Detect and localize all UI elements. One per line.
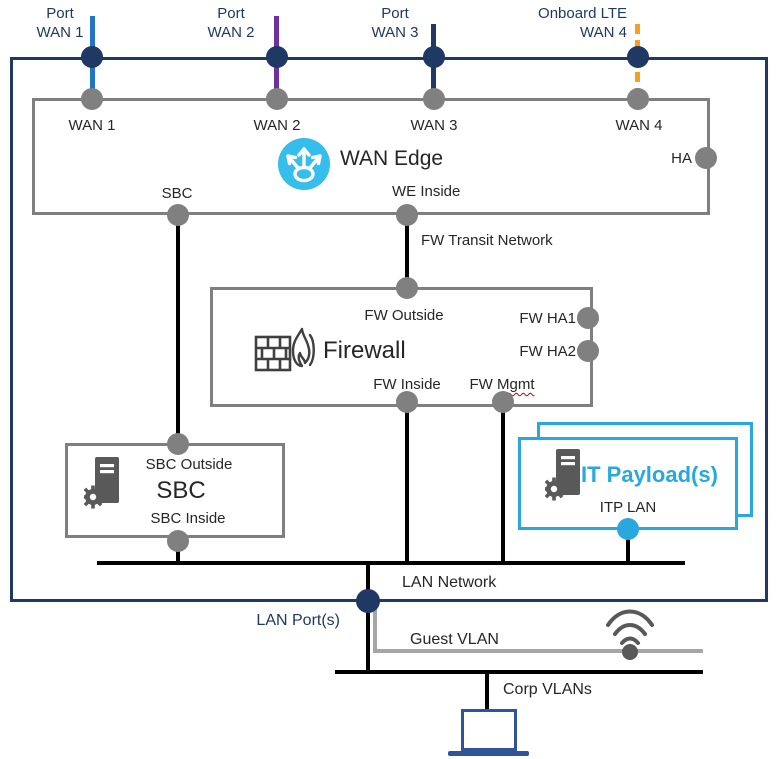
corp-vlans-label: Corp VLANs xyxy=(503,681,592,698)
wan-edge-title: WAN Edge xyxy=(340,147,444,170)
wan4-uplink-node xyxy=(627,46,649,68)
fw-ha1-port-node xyxy=(577,307,599,329)
fw-inside-port-node xyxy=(396,391,418,413)
lan-port-label: LAN Port(s) xyxy=(256,612,340,629)
wan1-port-label: WAN 1 xyxy=(68,117,116,134)
sbc-connector-line xyxy=(176,215,180,443)
ha-port-node xyxy=(695,147,717,169)
sbc-outside-port-label: SBC Outside xyxy=(145,456,233,473)
fw-mgmt-port-node xyxy=(492,391,514,413)
laptop-base xyxy=(448,751,529,756)
fw-ha2-port-label: FW HA2 xyxy=(519,343,576,360)
guest-vlan-label: Guest VLAN xyxy=(410,631,499,648)
fw-inside-port-label: FW Inside xyxy=(373,376,441,393)
wan1-port-node xyxy=(81,88,103,110)
fw-outside-port-node xyxy=(396,277,418,299)
wifi-access-point-node xyxy=(622,644,638,660)
sbc-inside-port-node xyxy=(167,530,189,552)
branch-arrows-icon xyxy=(278,138,330,190)
itp-lan-port-node xyxy=(617,518,639,540)
wan2-port-node xyxy=(266,88,288,110)
fw-transit-line xyxy=(405,215,409,287)
laptop-icon xyxy=(461,709,517,751)
guest-vlan-line-vertical xyxy=(373,607,377,653)
fw-mgmt-connector-line xyxy=(501,407,505,563)
wan3-port-label: WAN 3 xyxy=(410,117,458,134)
fw-inside-connector-line xyxy=(405,407,409,563)
lan-network-bus xyxy=(97,561,685,565)
lan-port-node xyxy=(356,589,380,613)
wan2-port-label: WAN 2 xyxy=(253,117,301,134)
wan2-uplink-node xyxy=(266,46,288,68)
server-gear-icon xyxy=(545,449,580,501)
sbc-title: SBC xyxy=(156,477,206,504)
fw-ha1-port-label: FW HA1 xyxy=(519,310,576,327)
fw-mgmt-port-label: FW Mgmt xyxy=(469,376,535,393)
firewall-title: Firewall xyxy=(323,337,406,364)
we-inside-port-label: WE Inside xyxy=(392,183,461,200)
sbc-outside-port-node xyxy=(167,433,189,455)
it-payload-title: IT Payload(s) xyxy=(581,462,718,487)
corp-vlan-bus xyxy=(335,670,703,674)
wan4-port-node xyxy=(627,88,649,110)
itp-lan-connector-line xyxy=(626,530,630,563)
wan1-uplink-node xyxy=(81,46,103,68)
ha-port-label: HA xyxy=(671,150,692,167)
wan4-port-label: WAN 4 xyxy=(615,117,663,134)
guest-vlan-line-horizontal xyxy=(373,649,703,653)
server-gear-icon xyxy=(84,457,119,509)
sbc-port-node xyxy=(167,204,189,226)
we-inside-port-node xyxy=(396,204,418,226)
sbc-port-label: SBC xyxy=(161,185,193,202)
wifi-icon xyxy=(606,609,654,645)
lan-network-label: LAN Network xyxy=(402,574,497,591)
site-boundary-box xyxy=(10,57,768,602)
fw-transit-network-label: FW Transit Network xyxy=(421,232,553,249)
sbc-inside-port-label: SBC Inside xyxy=(150,510,226,527)
fw-ha2-port-node xyxy=(577,340,599,362)
itp-lan-port-label: ITP LAN xyxy=(599,499,657,516)
lan-port-connector-line xyxy=(366,563,370,672)
laptop-connector-line xyxy=(485,672,489,710)
fw-outside-port-label: FW Outside xyxy=(364,307,444,324)
wan3-uplink-node xyxy=(423,46,445,68)
firewall-icon xyxy=(254,327,315,372)
wan3-port-node xyxy=(423,88,445,110)
